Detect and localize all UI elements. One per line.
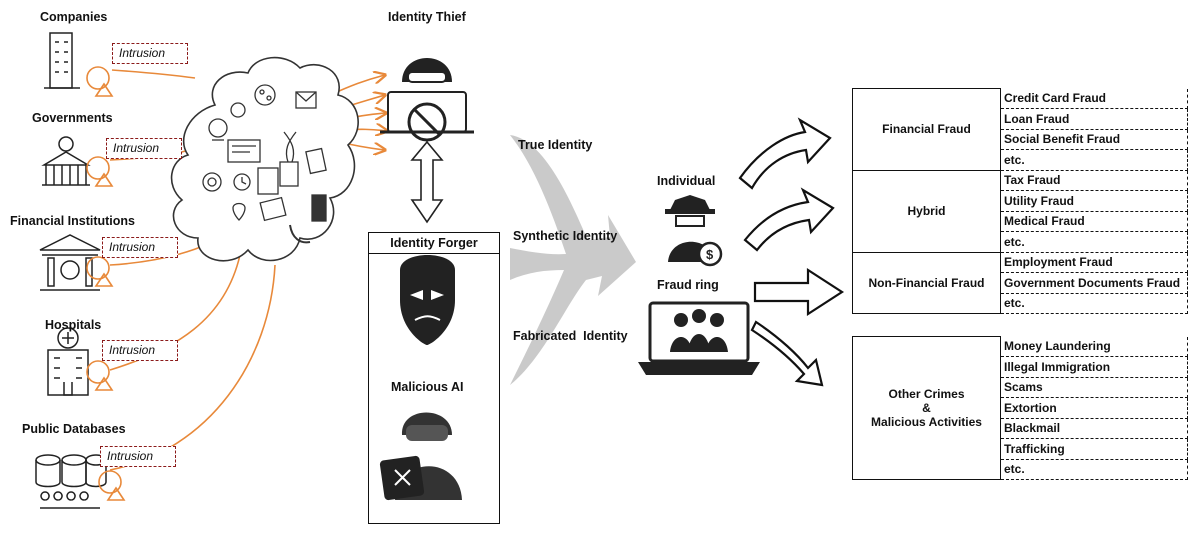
list-item: etc. [1000,293,1188,314]
list-item: Tax Fraud [1000,170,1188,191]
list-item: Illegal Immigration [1000,356,1188,378]
list-item: etc. [1000,459,1188,480]
table-row: Financial Fraud Credit Card Fraud [852,88,1188,171]
fabricated-identity-label: Fabricated Identity [513,329,628,343]
table-row: Trafficking [853,438,1188,460]
source-label-companies: Companies [40,10,108,24]
cloud-data-icons [202,84,327,244]
list-item: Employment Fraud [1000,252,1188,273]
synthetic-identity-label: Synthetic Identity [513,229,618,243]
fraud-categories-table: Financial Fraud Credit Card Fraud Loan F… [852,88,1188,314]
intrusion-badge: Intrusion [112,43,188,64]
category-arrows [738,117,845,387]
fraud-ring-label: Fraud ring [657,278,719,292]
table-row: Medical Fraud [853,211,1188,232]
list-item: etc. [1000,149,1188,171]
list-item: Utility Fraud [1000,190,1188,212]
fraud-ring-laptop-icon [638,301,760,375]
identity-thief-icon [380,58,474,142]
table-row: etc. [853,293,1188,314]
intrusion-badge: Intrusion [106,138,182,159]
category-hybrid: Hybrid [852,169,1001,253]
table-row: etc. [853,231,1188,253]
table-row: etc. [853,459,1188,480]
category-other-crimes: Other Crimes & Malicious Activities [852,336,1001,480]
thief-forger-double-arrow [410,140,444,224]
list-item: Medical Fraud [1000,211,1188,232]
list-item: Government Documents Fraud [1000,272,1188,294]
source-label-governments: Governments [32,111,113,125]
other-crimes-line1: Other Crimes [888,387,965,401]
other-crimes-line3: Malicious Activities [871,415,982,429]
table-row: Scams [853,377,1188,398]
identity-forger-title: Identity Forger [369,233,499,254]
table-row: Loan Fraud [853,108,1188,130]
list-item: Extortion [1000,397,1188,419]
individual-icon: $ [665,195,723,267]
table-row: Utility Fraud [853,190,1188,212]
other-crimes-table: Other Crimes & Malicious Activities Mone… [852,336,1188,480]
table-row: Extortion [853,397,1188,419]
table-row: Blackmail [853,418,1188,439]
list-item: Social Benefit Fraud [1000,129,1188,150]
identity-merge-arrow [510,135,636,385]
table-row: Hybrid Tax Fraud [852,169,1188,253]
source-label-financial-institutions: Financial Institutions [10,214,136,228]
list-item: etc. [1000,231,1188,253]
source-label-hospitals: Hospitals [45,318,102,332]
list-item: Trafficking [1000,438,1188,460]
alert-gear-icons [86,66,126,501]
identity-thief-label: Identity Thief [388,10,466,24]
list-item: Scams [1000,377,1188,398]
intrusion-badge: Intrusion [102,340,178,361]
individual-label: Individual [657,174,716,188]
category-non-financial-fraud: Non-Financial Fraud [852,251,1001,314]
table-row: Non-Financial Fraud Employment Fraud [852,251,1188,314]
source-icons [35,32,107,509]
true-identity-label: True Identity [518,138,593,152]
list-item: Blackmail [1000,418,1188,439]
table-row: Government Documents Fraud [853,272,1188,294]
table-row: Social Benefit Fraud [853,129,1188,150]
list-item: Loan Fraud [1000,108,1188,130]
anonymous-mask-icon [400,255,455,345]
intrusion-badge: Intrusion [100,446,176,467]
list-item: Credit Card Fraud [1000,88,1188,109]
table-row: Illegal Immigration [853,356,1188,378]
data-cloud [170,56,359,262]
source-label-public-databases: Public Databases [22,422,126,436]
malicious-ai-robot-icon [379,412,462,501]
other-crimes-line2: & [922,401,931,415]
intrusion-badge: Intrusion [102,237,178,258]
identity-forger-box: Identity Forger [368,232,500,524]
malicious-ai-label: Malicious AI [391,380,464,394]
svg-text:$: $ [706,247,714,262]
list-item: Money Laundering [1000,336,1188,357]
table-row: Other Crimes & Malicious Activities Mone… [852,336,1188,480]
table-row: etc. [853,149,1188,171]
category-financial-fraud: Financial Fraud [852,88,1001,171]
